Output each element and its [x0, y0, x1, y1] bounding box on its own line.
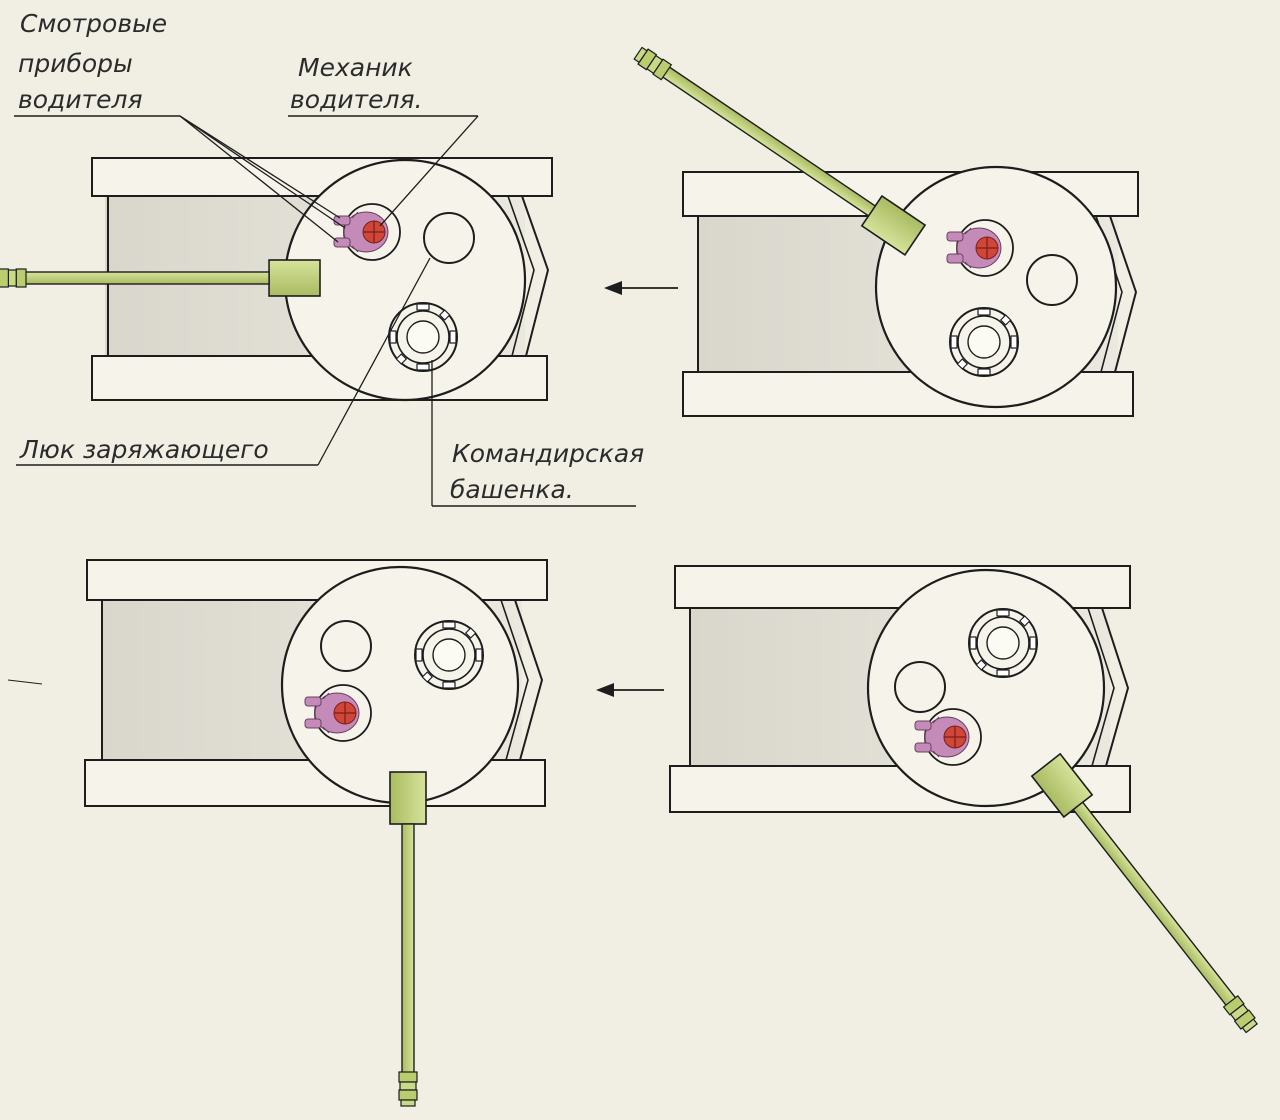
arrow-top [604, 281, 678, 295]
label-viewing-devices-3: водителя [18, 85, 143, 114]
arrow-bottom [596, 683, 664, 697]
tank-bottom-right [669, 565, 1267, 1041]
label-commander-cupola-1: Командирская [452, 439, 644, 468]
label-driver-1: Механик [298, 53, 413, 82]
annotations: Смотровые приборы водителя Механик водит… [14, 9, 644, 507]
tank-bottom-left [84, 559, 548, 1107]
tank-top-left [0, 157, 553, 402]
label-viewing-devices-2: приборы [18, 49, 133, 78]
arrow-left-edge [7, 679, 43, 685]
label-viewing-devices-1: Смотровые [20, 9, 167, 38]
label-driver-2: водителя. [290, 85, 422, 114]
tank-top-right [627, 37, 1139, 417]
label-commander-cupola-2: башенка. [450, 475, 574, 504]
label-loader-hatch: Люк заряжающего [19, 435, 269, 464]
